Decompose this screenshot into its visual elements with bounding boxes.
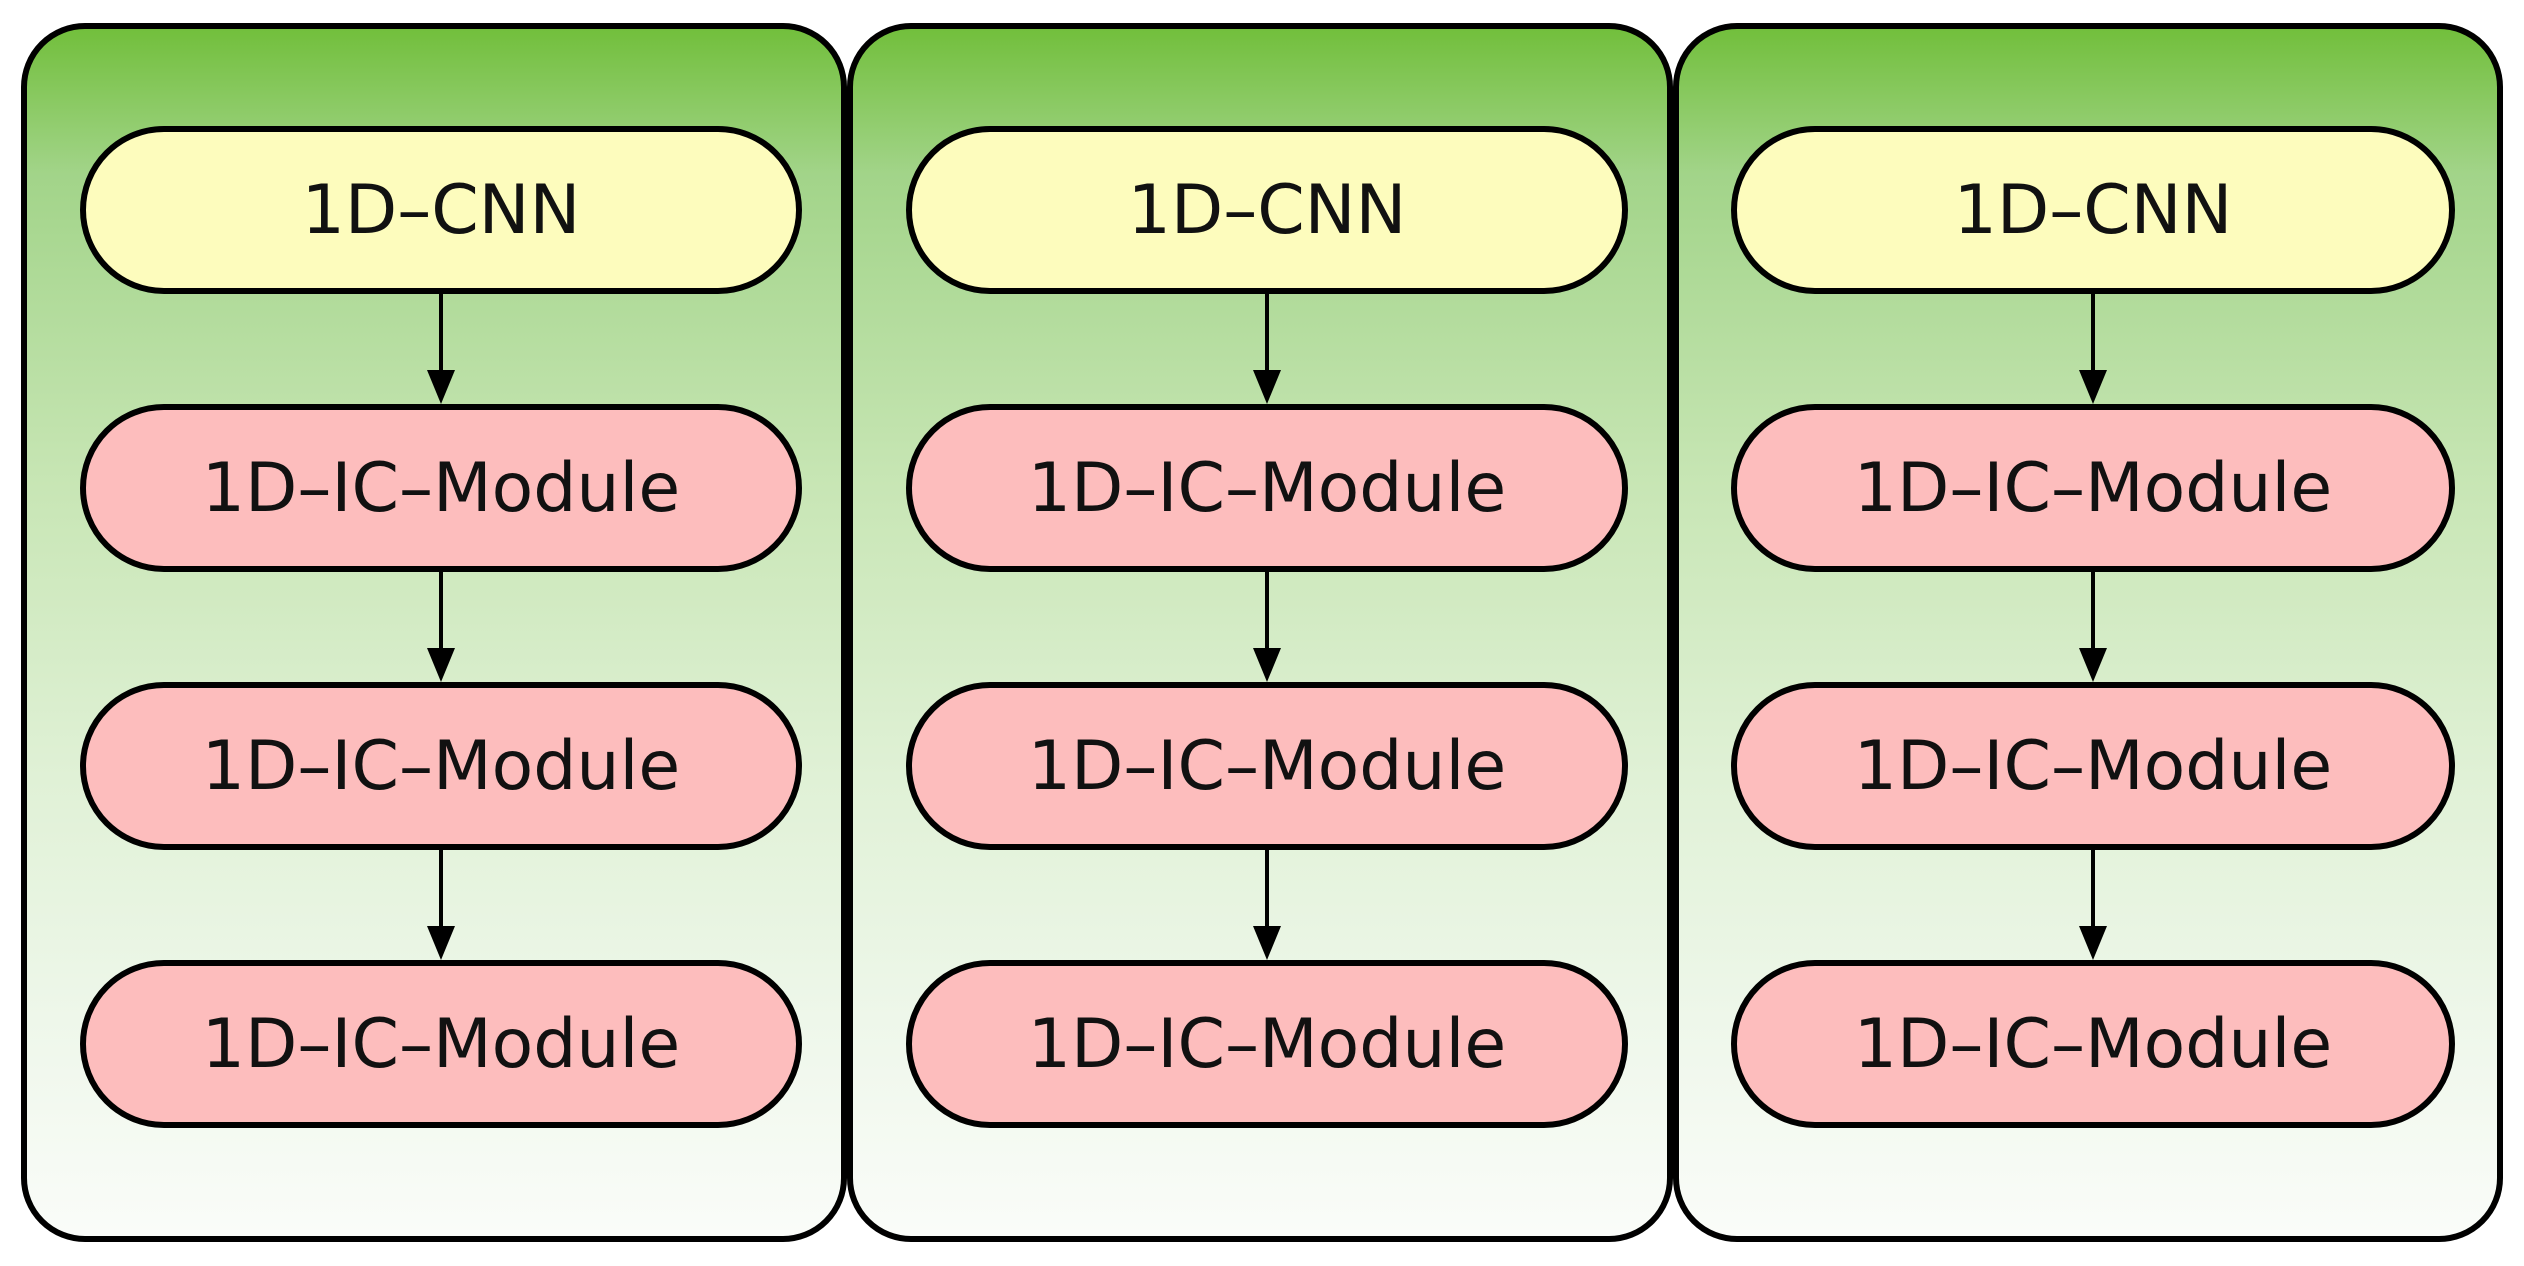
ic-module-block: 1D–IC–Module — [80, 960, 802, 1128]
ic-module-block: 1D–IC–Module — [1731, 404, 2455, 572]
ic-module-block: 1D–IC–Module — [1731, 682, 2455, 850]
ic-module-block: 1D–IC–Module — [906, 404, 1628, 572]
ic-module-block: 1D–IC–Module — [906, 682, 1628, 850]
ic-module-block: 1D–IC–Module — [1731, 960, 2455, 1128]
ic-module-block: 1D–IC–Module — [80, 404, 802, 572]
cnn-block: 1D–CNN — [80, 126, 802, 294]
cnn-block: 1D–CNN — [906, 126, 1628, 294]
cnn-block: 1D–CNN — [1731, 126, 2455, 294]
ic-module-block: 1D–IC–Module — [80, 682, 802, 850]
panel-1: 1D–CNN 1D–IC–Module 1D–IC–Module 1D–IC–M… — [21, 23, 847, 1242]
ic-module-block: 1D–IC–Module — [906, 960, 1628, 1128]
panel-3: 1D–CNN 1D–IC–Module 1D–IC–Module 1D–IC–M… — [1673, 23, 2503, 1242]
panel-2: 1D–CNN 1D–IC–Module 1D–IC–Module 1D–IC–M… — [847, 23, 1673, 1242]
